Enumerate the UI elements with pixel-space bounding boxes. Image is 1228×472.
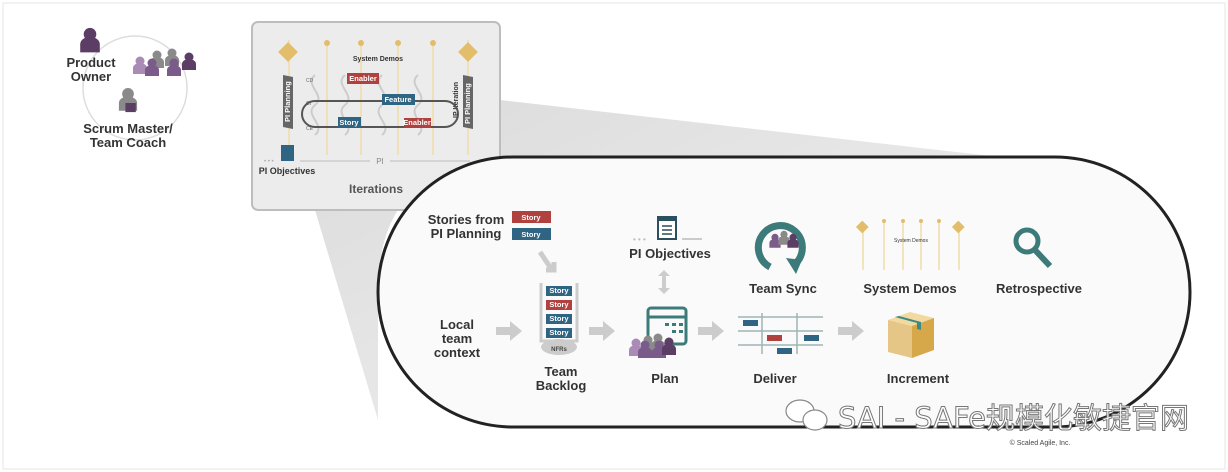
loop-label-cd: CD: [306, 78, 314, 84]
watermark-text: SAI - SAFe规模化敏捷官网: [838, 401, 1189, 435]
local-context-2: team: [442, 331, 472, 346]
svg-text:Story: Story: [521, 213, 541, 222]
product-owner-label-2: Owner: [71, 69, 111, 84]
enabler-card-1: [347, 73, 379, 84]
story-card-label: Story: [339, 118, 359, 127]
double-arrow-icon: [658, 270, 670, 294]
increment-box-icon: [888, 312, 934, 358]
enabler-card-1-label: Enabler: [349, 74, 377, 83]
pi-objectives-small: PI Objectives: [259, 166, 316, 176]
team-people-icon: [133, 48, 196, 76]
team-sync-label: Team Sync: [749, 281, 817, 296]
iterations-title: Iterations: [349, 182, 403, 196]
scrum-master-label-2: Team Coach: [90, 135, 166, 150]
pi-objectives-label: PI Objectives: [629, 246, 711, 261]
svg-text:Story: Story: [549, 286, 569, 295]
team-backlog-2: Backlog: [536, 378, 587, 393]
flow-arrows: [496, 270, 864, 341]
arrow-down-icon: [537, 250, 557, 273]
story-card: [338, 117, 361, 128]
roles-group: Product Owner Scrum Master/ Team Coach: [66, 27, 196, 150]
increment-label: Increment: [887, 371, 950, 386]
magnifier-icon: [1013, 227, 1053, 269]
iterations-panel: PI Planning PI Planning IP Iteration CD …: [251, 21, 501, 211]
retrospective-label: Retrospective: [996, 281, 1082, 296]
loop-label-ci: CI: [306, 101, 311, 107]
feature-card-label: Feature: [384, 95, 411, 104]
nfrs-label: NFRs: [551, 347, 567, 353]
wechat-logo-icon: [785, 399, 828, 431]
pi-objectives-doc-icon: [281, 145, 294, 161]
dots: • • •: [264, 159, 274, 165]
ia-diamond-left: [278, 42, 298, 62]
svg-text:• • •: • • •: [633, 235, 646, 244]
arrow-right-icon: [838, 321, 864, 341]
watermark: SAI - SAFe规模化敏捷官网: [785, 399, 1189, 436]
enabler-card-2: [404, 118, 431, 128]
plan-calendar-icon: [629, 306, 688, 358]
arrow-right-icon: [698, 321, 724, 341]
ip-iteration-label: IP Iteration: [453, 82, 460, 118]
pi-planning-bar-right: [463, 75, 473, 129]
zoom-cone: [300, 100, 1000, 420]
stories-from-label-1: Stories from: [428, 212, 505, 227]
team-backlog-icon: Story Story Story Story NFRs: [539, 283, 579, 355]
pi-planning-right: PI Planning: [463, 83, 472, 124]
local-context-3: context: [434, 345, 481, 360]
pi-objectives-doc-icon: • • •: [633, 216, 702, 244]
pi-label: PI: [376, 157, 384, 166]
team-backlog-1: Team: [545, 364, 578, 379]
story-card-blue: [512, 228, 551, 240]
pi-planning-bar-left: [283, 75, 293, 129]
scrum-master-label-1: Scrum Master/: [83, 121, 173, 136]
deliver-label: Deliver: [753, 371, 796, 386]
system-demos-mini-label: System Demos: [894, 238, 928, 244]
svg-text:Story: Story: [549, 328, 569, 337]
plan-label: Plan: [651, 371, 679, 386]
product-owner-icon: [80, 27, 100, 53]
product-owner-label-1: Product: [66, 55, 116, 70]
arrow-right-icon: [589, 321, 615, 341]
deliver-board-icon: [738, 313, 823, 354]
local-context-1: Local: [440, 317, 474, 332]
loop-label-ce: CE: [306, 126, 314, 132]
roles-circle: [82, 35, 188, 141]
svg-text:Story: Story: [521, 230, 541, 239]
story-card-red: [512, 211, 551, 223]
ia-diamond-right: [458, 42, 478, 62]
iteration-loop: [301, 100, 459, 128]
arrow-right-icon: [496, 321, 522, 341]
stories-from-label-2: PI Planning: [431, 226, 502, 241]
system-demos-label: System Demos: [863, 281, 956, 296]
enabler-card-2-label: Enabler: [403, 118, 431, 127]
team-sync-cycle-icon: [754, 222, 806, 274]
system-demos-timeline-icon: System Demos: [855, 219, 965, 270]
system-demos-small: System Demos: [353, 56, 403, 63]
scrum-master-icon: [118, 88, 138, 113]
iteration-pins: [278, 40, 478, 62]
team-flow-pill: [376, 155, 1192, 429]
feature-card: [382, 94, 415, 105]
team-flow: Stories from PI Planning Story Story Loc…: [428, 211, 1082, 393]
pi-planning-left: PI Planning: [283, 81, 292, 122]
copyright: © Scaled Agile, Inc.: [1010, 439, 1071, 447]
svg-text:Story: Story: [549, 300, 569, 309]
svg-text:Story: Story: [549, 314, 569, 323]
